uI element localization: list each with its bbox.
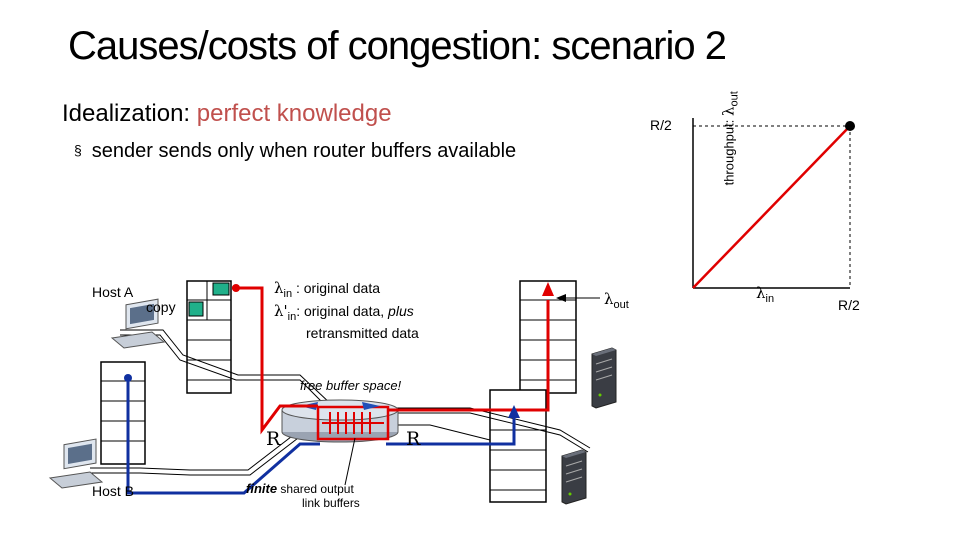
x-axis-label: λin bbox=[756, 284, 774, 305]
green-packet-top bbox=[212, 282, 230, 296]
router-buffer-box bbox=[316, 405, 390, 441]
y-axis-sub: out bbox=[728, 91, 741, 107]
lout-symbol: λ bbox=[604, 290, 614, 308]
legend-lpin-symbol: λ' bbox=[274, 302, 288, 320]
finite-buffers-label: finite shared output bbox=[246, 481, 354, 496]
slide-title: Causes/costs of congestion: scenario 2 bbox=[68, 24, 727, 68]
finite-rest: shared output bbox=[280, 482, 354, 496]
host-a-computer-icon bbox=[110, 298, 166, 349]
y-tick-label: R/2 bbox=[650, 117, 672, 133]
legend-lin-text: : original data bbox=[292, 280, 381, 296]
server-bottom-icon bbox=[561, 449, 587, 505]
finite-line2: link buffers bbox=[302, 496, 360, 510]
x-tick-label: R/2 bbox=[838, 297, 860, 313]
bullet-point: § sender sends only when router buffers a… bbox=[74, 140, 516, 163]
lout-sub: out bbox=[613, 299, 629, 311]
legend-lpin-sub: in bbox=[287, 310, 297, 323]
throughput-line bbox=[692, 125, 851, 289]
x-axis-sub: in bbox=[765, 293, 775, 305]
server-top-icon bbox=[591, 347, 617, 409]
x-axis-symbol: λ bbox=[756, 284, 766, 302]
receiver-buffer-bottom bbox=[489, 389, 547, 503]
subtitle: Idealization: perfect knowledge bbox=[62, 100, 392, 128]
blue-flow-start bbox=[124, 374, 132, 382]
y-axis-label: throughput: λout bbox=[720, 58, 741, 218]
bullet-mark: § bbox=[74, 142, 82, 158]
red-flow-start bbox=[232, 284, 240, 292]
subtitle-accent: perfect knowledge bbox=[196, 100, 392, 127]
router-right-label: R bbox=[406, 428, 421, 450]
y-axis-label-prefix: throughput: bbox=[721, 119, 737, 186]
finite-pointer-line bbox=[344, 437, 356, 486]
legend-lpin-text-b: plus bbox=[388, 303, 414, 319]
max-point bbox=[845, 121, 855, 131]
legend-lpin-text-a: : original data, bbox=[296, 303, 385, 319]
blue-flow-path bbox=[124, 374, 520, 495]
lambda-out-label: λout bbox=[604, 290, 629, 311]
host-a-buffer bbox=[186, 280, 232, 394]
subtitle-lead: Idealization: bbox=[62, 100, 191, 127]
host-b-label: Host B bbox=[92, 483, 135, 499]
legend-lin-sub: in bbox=[283, 287, 293, 300]
legend-lambda-prime-in: λ'in: original data, plus bbox=[274, 302, 414, 323]
legend-lin-symbol: λ bbox=[274, 279, 284, 297]
host-a-label: Host A bbox=[92, 284, 134, 300]
bullet-text: sender sends only when router buffers av… bbox=[91, 140, 517, 162]
legend-lambda-in: λin : original data bbox=[274, 279, 380, 300]
router-left-label: R bbox=[266, 428, 281, 450]
host-b-buffer bbox=[100, 361, 146, 465]
copy-label: copy bbox=[146, 299, 176, 315]
lout-arrow bbox=[556, 294, 600, 302]
red-flow-path bbox=[232, 282, 554, 435]
throughput-graph bbox=[692, 118, 855, 289]
legend-lpin-text-c: retransmitted data bbox=[306, 325, 419, 341]
y-axis-symbol: λ bbox=[719, 106, 738, 116]
free-buffer-label: free buffer space! bbox=[300, 378, 402, 393]
green-packet-copy bbox=[188, 301, 204, 317]
host-b-computer-icon bbox=[48, 438, 104, 489]
finite-bold: finite bbox=[246, 481, 278, 496]
